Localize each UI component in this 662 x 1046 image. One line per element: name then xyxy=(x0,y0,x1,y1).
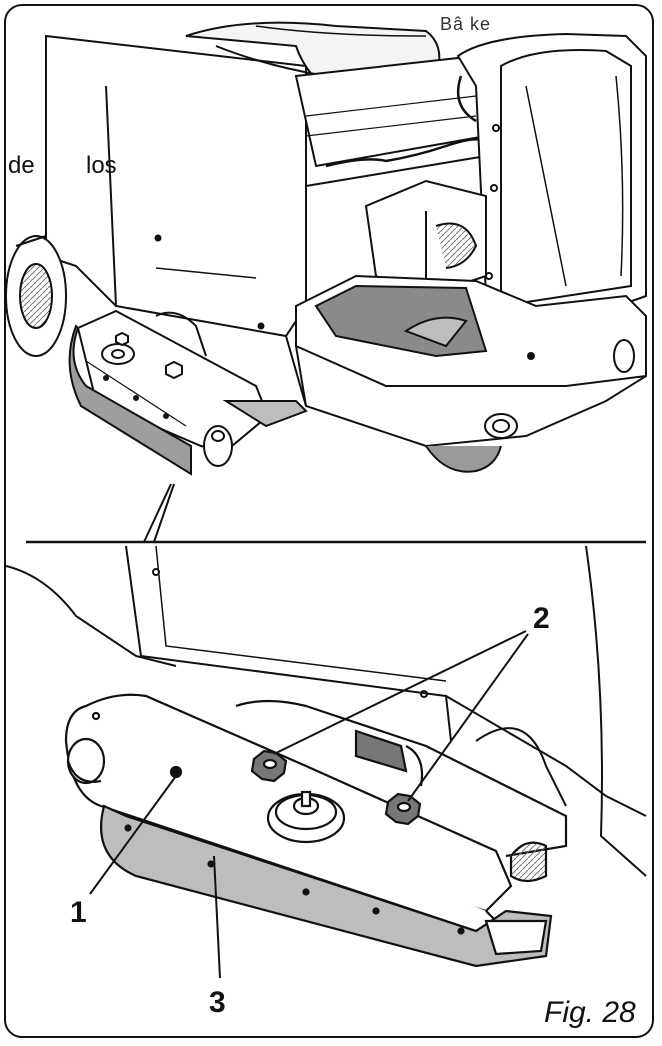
leader-lines xyxy=(89,630,529,979)
callout-label-2: 2 xyxy=(533,602,550,635)
figure-frame: Bâ ke de los 1 2 3 Fig. 28 xyxy=(4,4,654,1038)
clipped-heading-text: Bâ ke xyxy=(440,14,492,34)
side-brush-assembly-small xyxy=(68,309,308,476)
stray-text-los: los xyxy=(86,152,117,179)
machine-illustration xyxy=(6,21,647,979)
detail-divider xyxy=(26,483,646,544)
detail-machine-body xyxy=(6,545,647,877)
stray-text-de: de xyxy=(8,152,35,179)
squeegee-assembly xyxy=(64,693,568,968)
callout-label-3: 3 xyxy=(209,986,226,1019)
figure-caption: Fig. 28 xyxy=(544,996,636,1029)
callout-label-1: 1 xyxy=(70,896,87,929)
machine-body xyxy=(6,21,647,473)
